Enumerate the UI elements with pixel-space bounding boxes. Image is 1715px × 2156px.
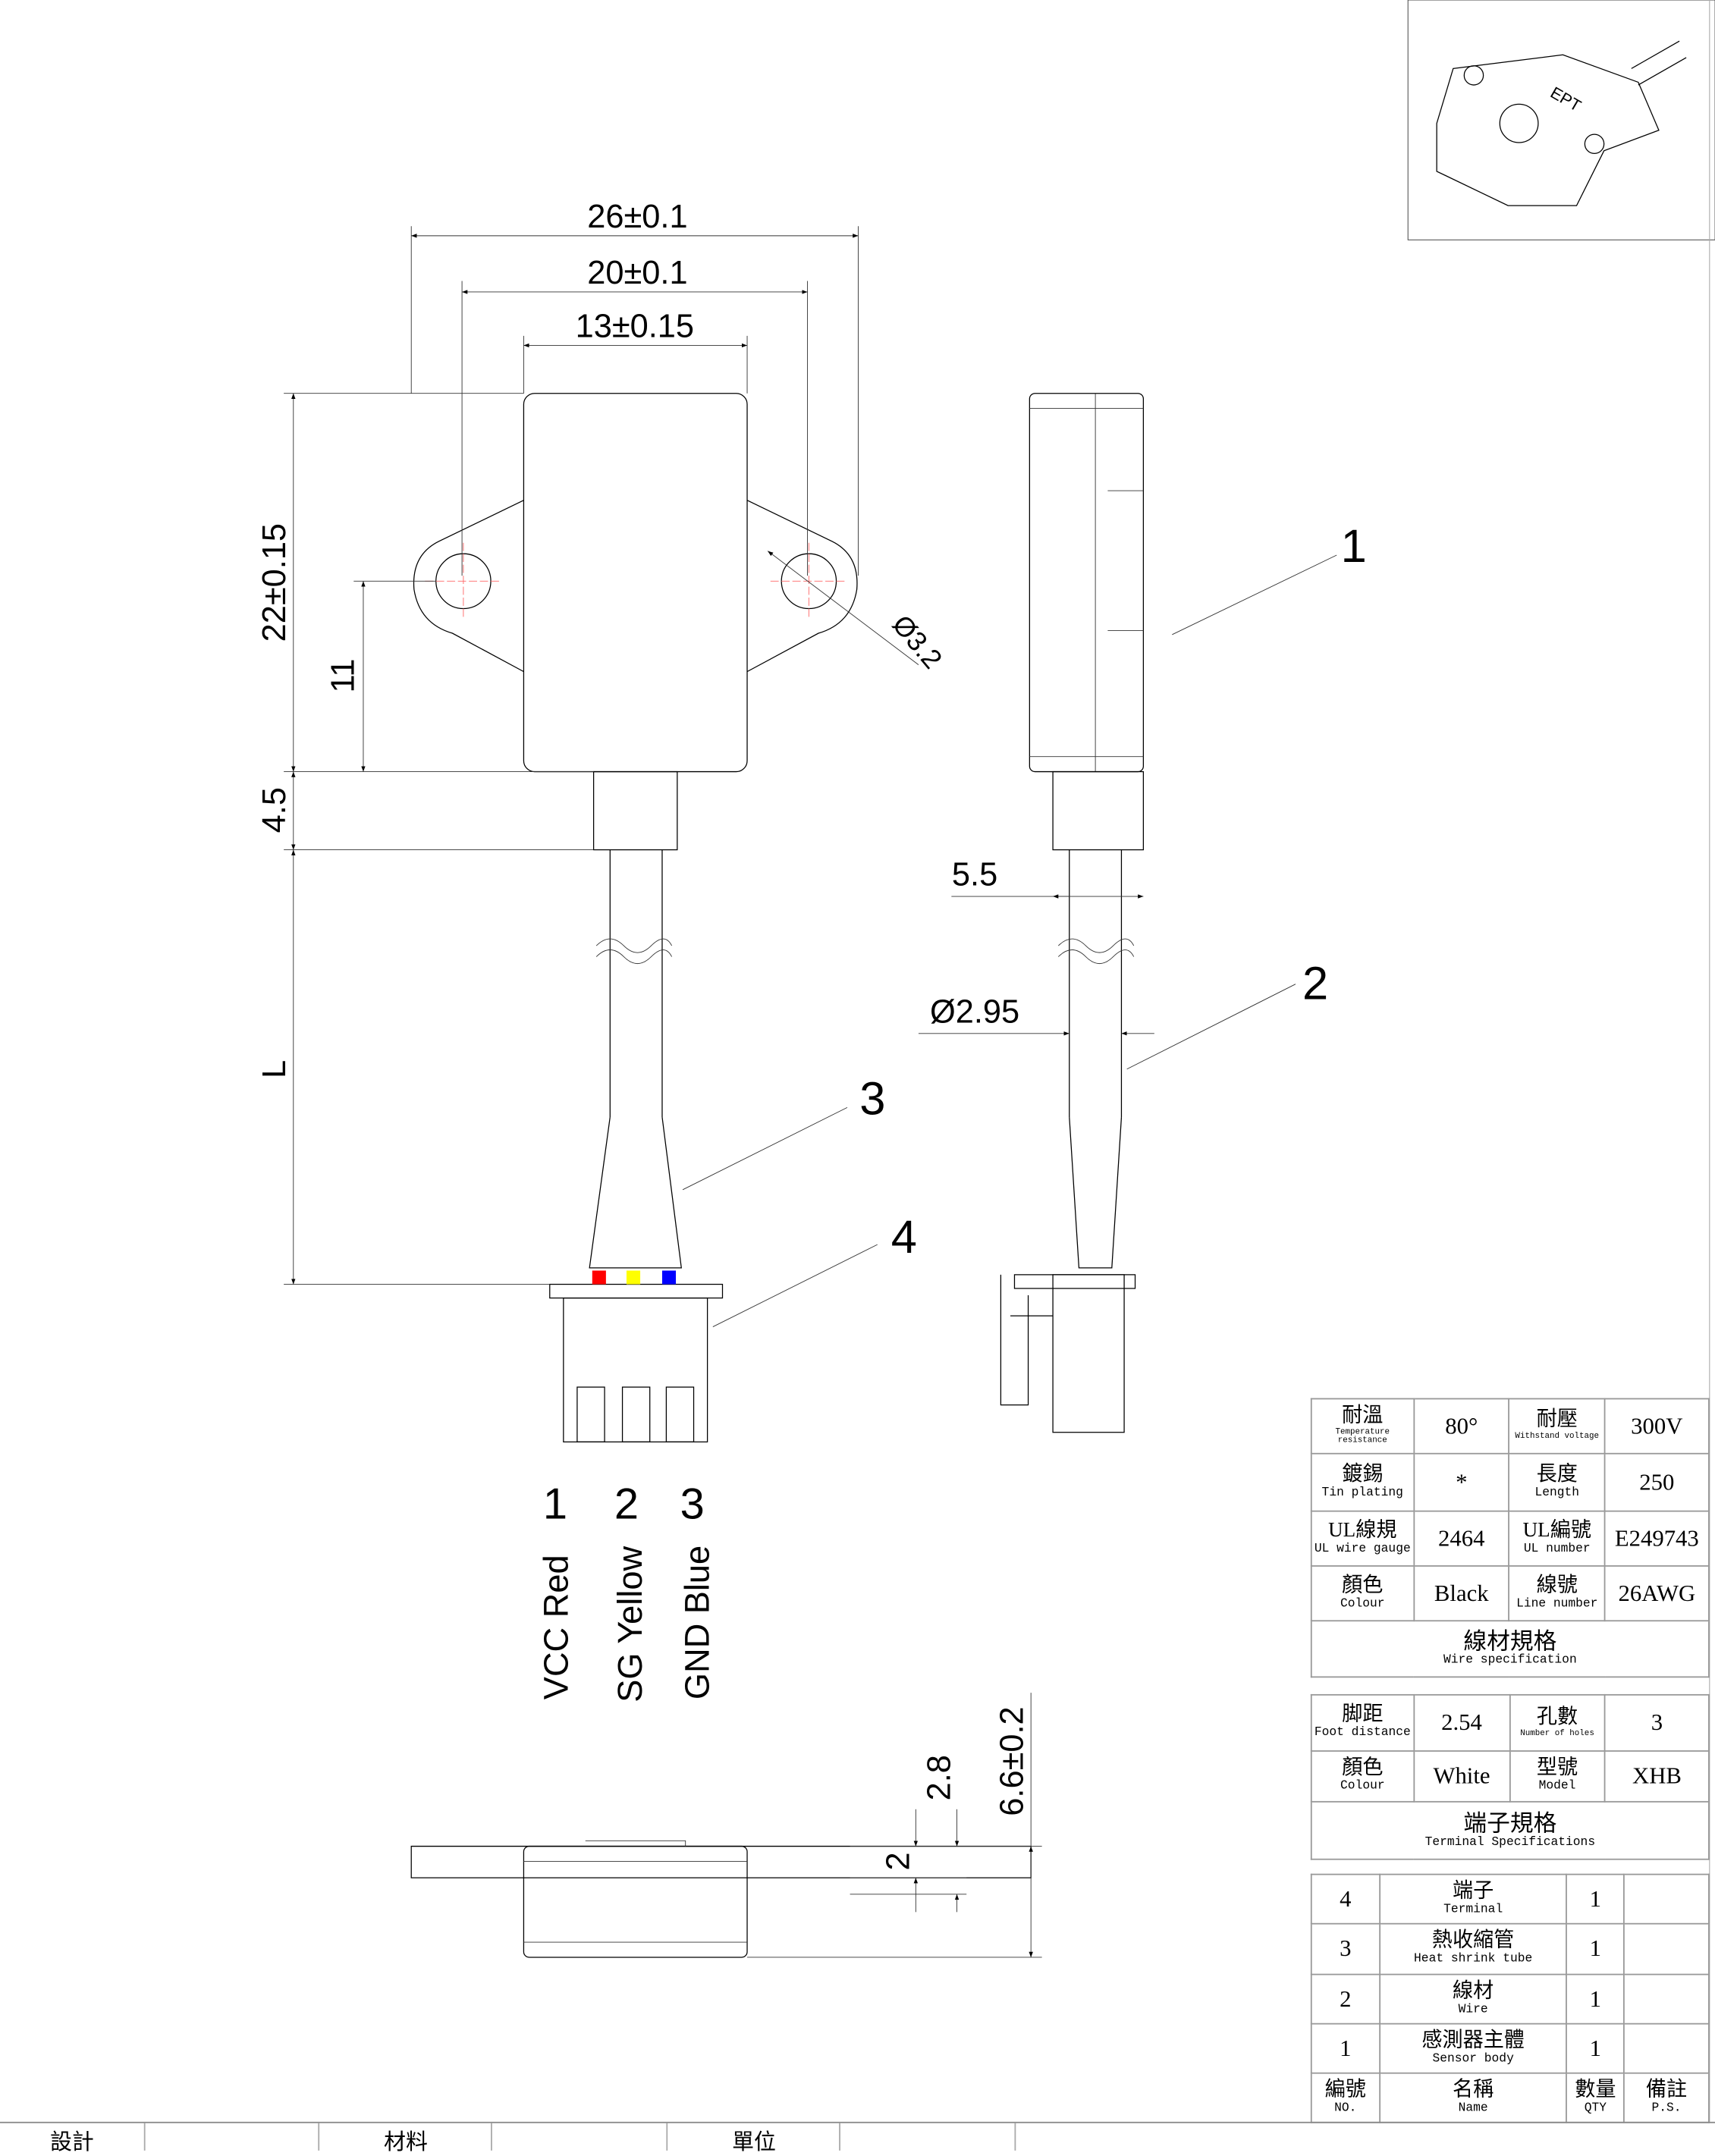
material-label: 材料	[318, 2123, 492, 2154]
front-dimensions: 26±0.1 20±0.1 13±0.15 22±0.15 11 4.5 L Ø…	[256, 199, 948, 1285]
pin-1-number: 1	[543, 1480, 567, 1529]
callout-1: 1	[1341, 520, 1367, 573]
dim-neck-thickness: 5.5	[952, 857, 997, 893]
front-view	[413, 393, 858, 1443]
title-block-rest	[1014, 2123, 1715, 2151]
pin-red-marker	[592, 1270, 606, 1285]
dim-overall-width: 26±0.1	[587, 199, 687, 235]
callouts: 1 2 3 4	[682, 520, 1367, 1327]
dim-bottom-step: 2	[880, 1852, 916, 1870]
callout-3: 3	[859, 1072, 885, 1125]
dim-bottom-step2: 2.8	[922, 1755, 958, 1800]
dim-cable-length: L	[256, 1060, 293, 1078]
dim-hole-height: 11	[325, 659, 361, 693]
side-view	[1000, 393, 1145, 1433]
design-value	[143, 2123, 319, 2151]
pin-2-label: SG Yellow	[611, 1546, 649, 1702]
pin-blue-marker	[661, 1270, 677, 1285]
pin-yellow-marker	[626, 1270, 641, 1285]
material-value	[491, 2123, 667, 2151]
dim-hole-pitch: 20±0.1	[587, 255, 687, 291]
pin-3-label: GND Blue	[677, 1546, 716, 1699]
dim-thickness: 6.6±0.2	[994, 1706, 1030, 1815]
pin-labels: 1 2 3 VCC Red SG Yellow GND Blue	[536, 1480, 716, 1703]
side-dimensions: 5.5 Ø2.95	[918, 857, 1154, 1036]
isometric-thumbnail: EPT	[1407, 0, 1715, 240]
callout-4: 4	[891, 1211, 917, 1263]
pin-1-label: VCC Red	[536, 1555, 575, 1699]
dim-hole-dia: Ø3.2	[887, 609, 949, 674]
callout-2: 2	[1302, 958, 1328, 1010]
dim-wire-dia: Ø2.95	[930, 993, 1019, 1030]
pin-3-number: 3	[680, 1480, 705, 1529]
design-label: 設計	[49, 2131, 94, 2155]
dim-body-height: 22±0.15	[256, 523, 293, 642]
pin-2-number: 2	[614, 1480, 639, 1529]
unit-label: 單位	[666, 2123, 840, 2154]
dim-neck-height: 4.5	[256, 787, 293, 833]
thumbnail-logo: EPT	[1547, 83, 1585, 115]
title-block: 設計 材料 單位	[0, 2121, 1715, 2155]
bottom-view: 2 2.8 6.6±0.2	[410, 1693, 1042, 1958]
dim-body-width: 13±0.15	[576, 309, 694, 345]
unit-value	[839, 2123, 1016, 2151]
